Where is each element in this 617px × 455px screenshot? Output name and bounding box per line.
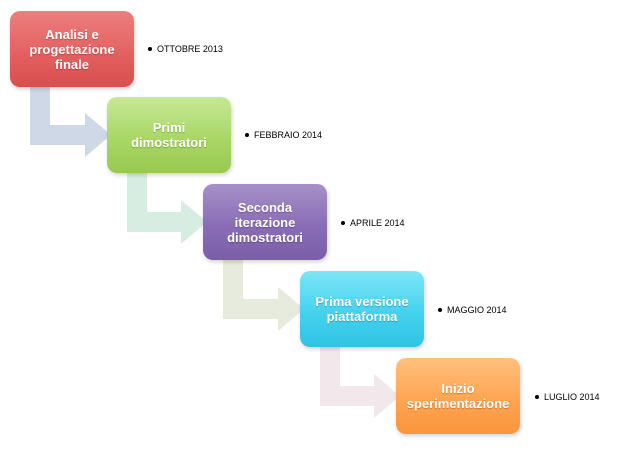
step-date-text: LUGLIO 2014 [544,392,600,402]
step-date-text: FEBBRAIO 2014 [254,130,323,140]
step-label: Analisi e progettazione finale [29,26,115,72]
step-label: Prima versione piattaforma [315,294,409,324]
connector-arrow-4 [320,347,400,418]
bullet-icon [245,133,249,137]
connector-arrow-1 [30,87,111,157]
bullet-icon [148,47,152,51]
bullet-icon [438,308,442,312]
connector-arrow-3 [223,260,304,331]
step-date-text: MAGGIO 2014 [447,305,507,315]
step-date: OTTOBRE 2013 [148,44,223,54]
step-box-inizio-sperimentazione: Inizio sperimentazione [396,358,520,434]
step-box-seconda-iterazione: Seconda iterazione dimostratori [203,184,327,260]
step-label: Seconda iterazione dimostratori [227,199,303,245]
step-date-text: OTTOBRE 2013 [157,44,223,54]
step-label: Primi dimostratori [131,120,207,150]
step-date: FEBBRAIO 2014 [245,130,322,140]
bullet-icon [535,395,539,399]
step-label: Inizio sperimentazione [406,381,510,411]
step-box-prima-versione: Prima versione piattaforma [300,271,424,347]
bullet-icon [341,221,345,225]
step-date: LUGLIO 2014 [535,392,600,402]
step-box-analisi: Analisi e progettazione finale [10,11,134,87]
step-box-primi-dimostratori: Primi dimostratori [107,97,231,173]
step-date: APRILE 2014 [341,218,405,228]
step-date-text: APRILE 2014 [350,218,405,228]
step-date: MAGGIO 2014 [438,305,507,315]
connector-arrow-2 [127,173,207,244]
